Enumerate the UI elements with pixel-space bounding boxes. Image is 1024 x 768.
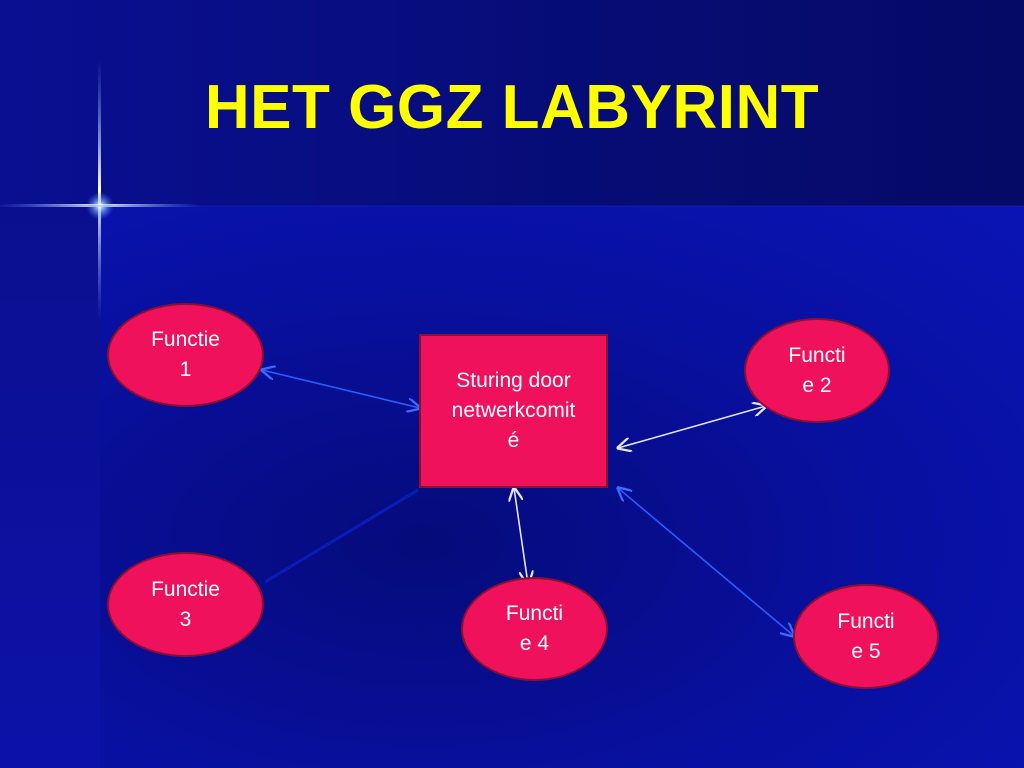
node-functie-1-line-1: Functie	[151, 328, 220, 351]
node-functie-4: Functi e 4	[461, 577, 608, 681]
center-node-sturing: Sturing door netwerkcomit é	[419, 334, 608, 488]
node-functie-5-line-2: e 5	[851, 639, 881, 663]
node-functie-2: Functi e 2	[744, 318, 890, 423]
node-functie-2-line-2: e 2	[802, 373, 832, 397]
node-functie-5-line-1: Functi	[837, 609, 895, 633]
connector-center-f4	[514, 488, 528, 584]
slide-title: HET GGZ LABYRINT	[204, 73, 820, 142]
star-flare-icon	[0, 60, 1024, 320]
connector-f1-center	[262, 370, 420, 408]
node-functie-2-line-1: Functi	[788, 343, 846, 367]
connector-center-f2	[618, 406, 766, 448]
center-node-line-1: Sturing door	[456, 369, 571, 392]
node-functie-1: Functie 1	[107, 303, 264, 407]
connector-center-f3	[264, 488, 419, 584]
node-functie-5: Functi e 5	[793, 584, 939, 689]
center-node-line-3: é	[507, 429, 520, 452]
center-node-line-2: netwerkcomit	[451, 399, 576, 422]
node-functie-3-line-2: 3	[179, 607, 192, 631]
connector-center-f5	[618, 488, 794, 636]
node-functie-4-line-1: Functi	[505, 602, 564, 625]
node-functie-3-line-1: Functie	[151, 577, 220, 601]
node-functie-3: Functie 3	[107, 552, 264, 657]
top-panel-background	[0, 0, 1024, 206]
node-functie-4-line-2: e 4	[519, 632, 550, 655]
node-functie-1-line-2: 1	[179, 358, 192, 381]
